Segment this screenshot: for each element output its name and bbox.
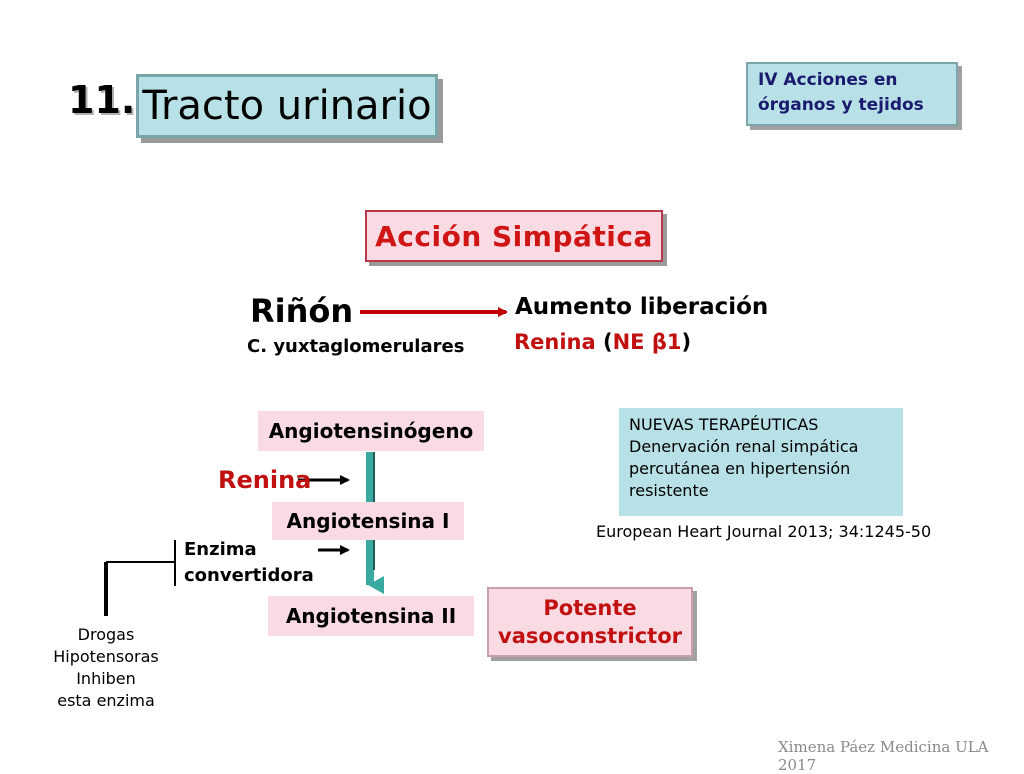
slide-title: Tracto urinario — [142, 83, 432, 129]
effect-receptor: NE β1 — [612, 330, 682, 354]
renina-label: Renina — [218, 466, 312, 494]
enzyme-label: Enzima convertidora — [184, 537, 314, 589]
citation: European Heart Journal 2013; 34:1245-50 — [596, 522, 932, 541]
drugs-line4: esta enzima — [57, 691, 155, 710]
slide-number: 11. — [68, 78, 136, 122]
new-therapies-line2: Denervación renal simpática — [629, 437, 859, 456]
enzyme-label-line1: Enzima — [184, 539, 257, 560]
result-box: Potente vasoconstrictor — [487, 587, 693, 657]
effect-paren-close: ) — [681, 330, 692, 354]
angiotensin2-box: Angiotensina II — [268, 596, 474, 636]
section-label-box: IV Acciones en órganos y tejidos — [746, 62, 958, 126]
result-line2: vasoconstrictor — [498, 624, 682, 648]
drugs-line3: Inhiben — [76, 669, 136, 688]
effect-line1: Aumento liberación — [515, 294, 769, 320]
effect-renina: Renina — [514, 330, 596, 354]
drugs-line1: Drogas — [77, 625, 135, 644]
effect-paren-open: ( — [603, 330, 613, 354]
section-label-line2: órganos y tejidos — [758, 95, 924, 115]
result-line1: Potente — [543, 596, 637, 620]
organ-label: Riñón — [250, 292, 354, 330]
new-therapies-line3: percutánea en hipertensión — [629, 459, 851, 478]
new-therapies-box: NUEVAS TERAPÉUTICAS Denervación renal si… — [619, 408, 903, 516]
heading-text: Acción Simpática — [375, 219, 653, 253]
angiotensin1-box: Angiotensina I — [272, 502, 464, 540]
section-label-line1: IV Acciones en — [758, 70, 898, 90]
drugs-note: Drogas Hipotensoras Inhiben esta enzima — [36, 624, 176, 712]
effect-line2: Renina (NE β1) — [514, 330, 691, 354]
drugs-line2: Hipotensoras — [53, 647, 159, 666]
heading-box: Acción Simpática — [365, 210, 663, 262]
title-box: Tracto urinario — [136, 74, 438, 138]
organ-sublabel: C. yuxtaglomerulares — [247, 336, 465, 357]
new-therapies-line1: NUEVAS TERAPÉUTICAS — [629, 415, 819, 434]
angiotensinogen-box: Angiotensinógeno — [258, 411, 484, 451]
new-therapies-line4: resistente — [629, 481, 709, 500]
footer-credit: Ximena Páez Medicina ULA 2017 — [778, 738, 989, 774]
enzyme-label-line2: convertidora — [184, 565, 314, 586]
